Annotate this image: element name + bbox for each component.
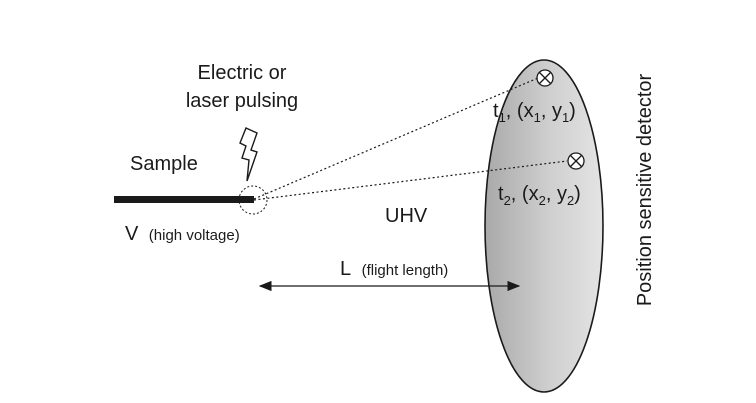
uhv-label: UHV xyxy=(385,205,428,227)
voltage-symbol: V xyxy=(125,223,139,245)
impact-marker-2-icon xyxy=(567,152,585,170)
flight-length-label: L (flight length) xyxy=(340,258,448,280)
pulsing-label-line-2: laser pulsing xyxy=(186,90,298,112)
hit-1-label: t1, (x1, y1) xyxy=(493,100,576,125)
hit-2-label: t2, (x2, y2) xyxy=(498,183,581,208)
flight-length-symbol: L xyxy=(340,258,351,280)
sample-needle xyxy=(114,196,254,203)
voltage-label: V (high voltage) xyxy=(125,223,240,245)
impact-marker-1-icon xyxy=(536,69,554,87)
trajectory-line-1 xyxy=(253,77,539,200)
emission-region-circle xyxy=(238,185,268,215)
lightning-bolt-icon xyxy=(239,127,258,182)
trajectory-line-2 xyxy=(253,160,568,201)
pulsing-label-line-1: Electric or xyxy=(198,62,287,84)
detector-ellipse xyxy=(484,59,604,393)
flight-length-note: (flight length) xyxy=(362,262,449,279)
sample-label: Sample xyxy=(130,153,198,175)
detector-label: Position sensitive detector xyxy=(634,73,656,306)
voltage-note: (high voltage) xyxy=(149,227,240,244)
